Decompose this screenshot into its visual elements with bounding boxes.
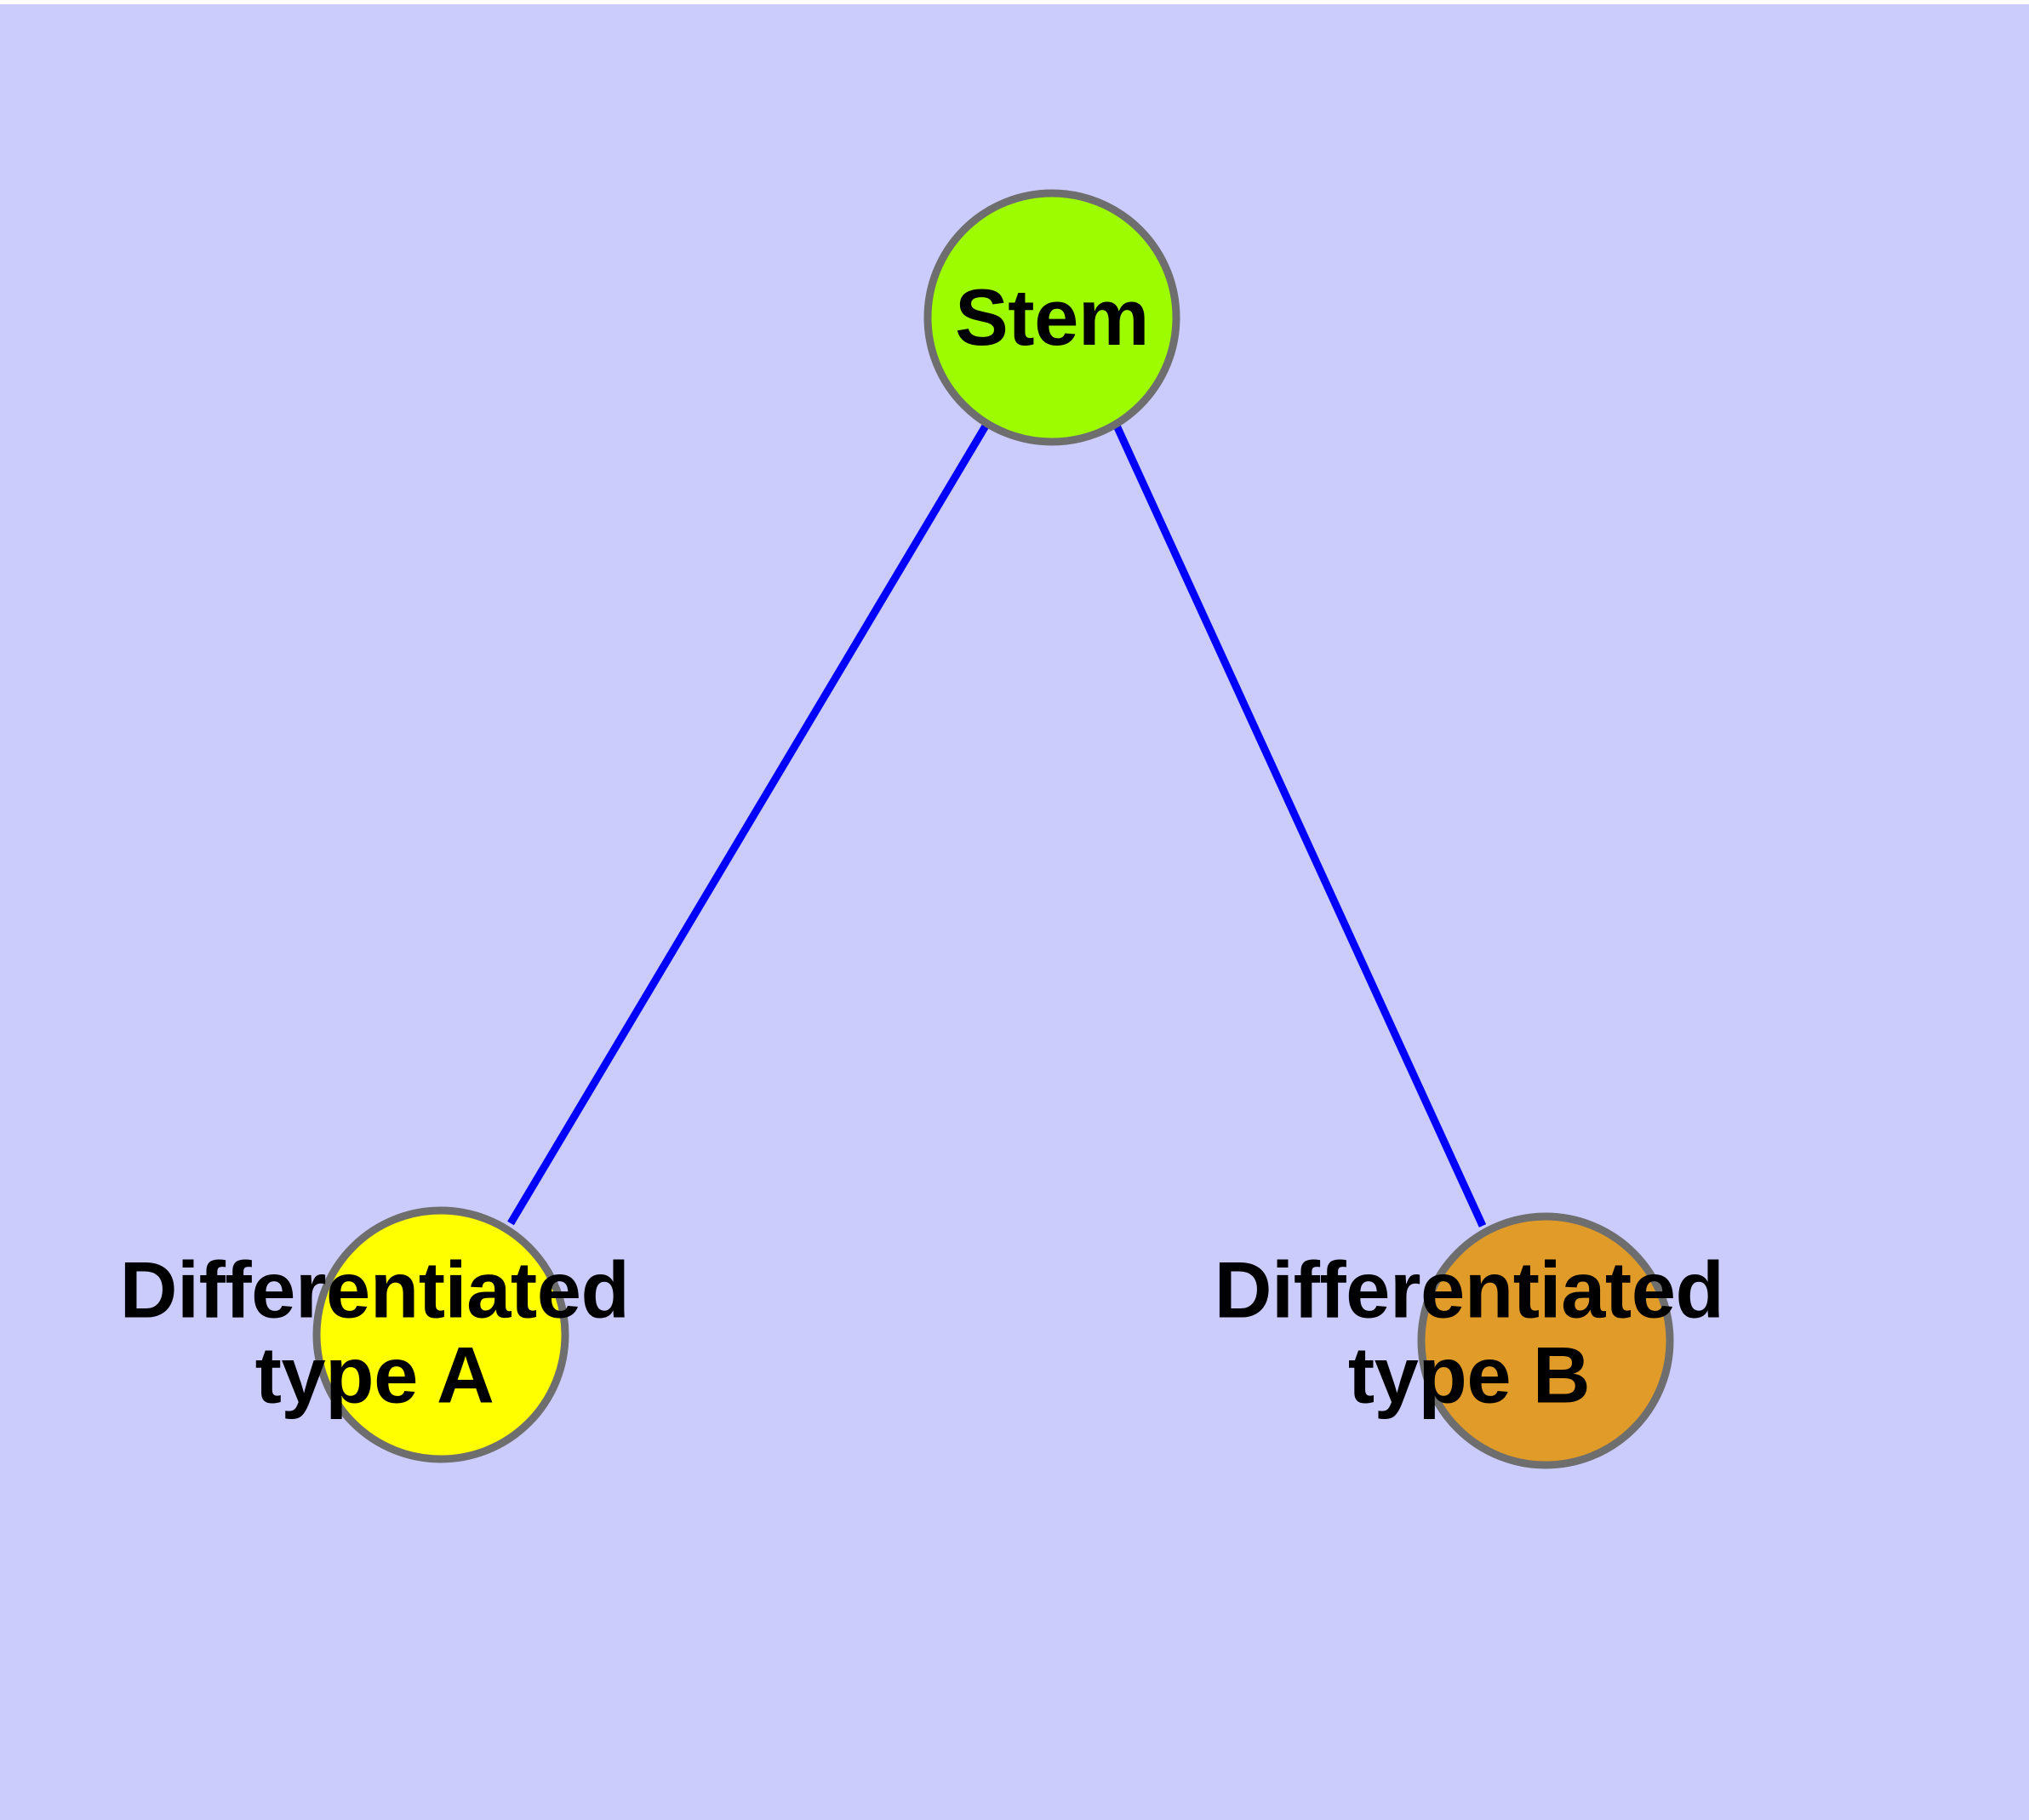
node-differentiated-type-b[interactable] <box>1417 1212 1674 1469</box>
edge-stem-to-differentiated-type-a[interactable] <box>507 421 991 1226</box>
top-margin-strip <box>0 0 2029 4</box>
edges-layer <box>507 421 1487 1228</box>
node-differentiated-type-a[interactable] <box>312 1206 569 1463</box>
nodes-layer <box>312 189 1674 1469</box>
node-stem[interactable] <box>923 189 1180 446</box>
edge-stem-to-differentiated-type-b[interactable] <box>1112 424 1487 1228</box>
